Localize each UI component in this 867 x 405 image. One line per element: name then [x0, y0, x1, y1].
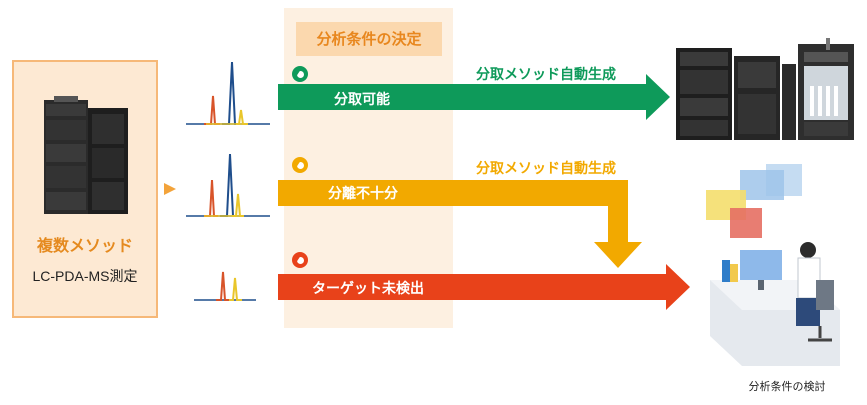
bullet-row-1 — [292, 66, 308, 82]
result-label-1: 分取可能 — [334, 92, 390, 108]
arrow-row-3 — [278, 264, 690, 310]
auto-label-1: 分取メソッド自動生成 — [476, 67, 616, 83]
analyst-desk-illustration — [706, 164, 840, 366]
source-title: 複数メソッド — [36, 236, 133, 255]
bullet-row-3 — [292, 252, 308, 268]
chromatogram-2 — [186, 153, 270, 217]
bullet-row-2 — [292, 157, 308, 173]
prep-hplc-system-icon — [676, 38, 854, 140]
auto-label-2: 分取メソッド自動生成 — [476, 161, 616, 177]
connector-arrow — [164, 183, 176, 195]
analyst-caption: 分析条件の検討 — [748, 380, 826, 393]
result-label-3: ターゲット未検出 — [312, 281, 424, 297]
chromatogram-3 — [194, 271, 256, 301]
lc-instrument-icon — [44, 96, 128, 214]
decision-title: 分析条件の決定 — [296, 22, 442, 56]
source-subtitle: LC-PDA-MS測定 — [32, 268, 138, 284]
chromatogram-1 — [186, 61, 270, 125]
result-label-2: 分離不十分 — [328, 186, 398, 202]
arrow-row-2 — [278, 180, 642, 268]
arrow-row-1 — [278, 74, 670, 120]
